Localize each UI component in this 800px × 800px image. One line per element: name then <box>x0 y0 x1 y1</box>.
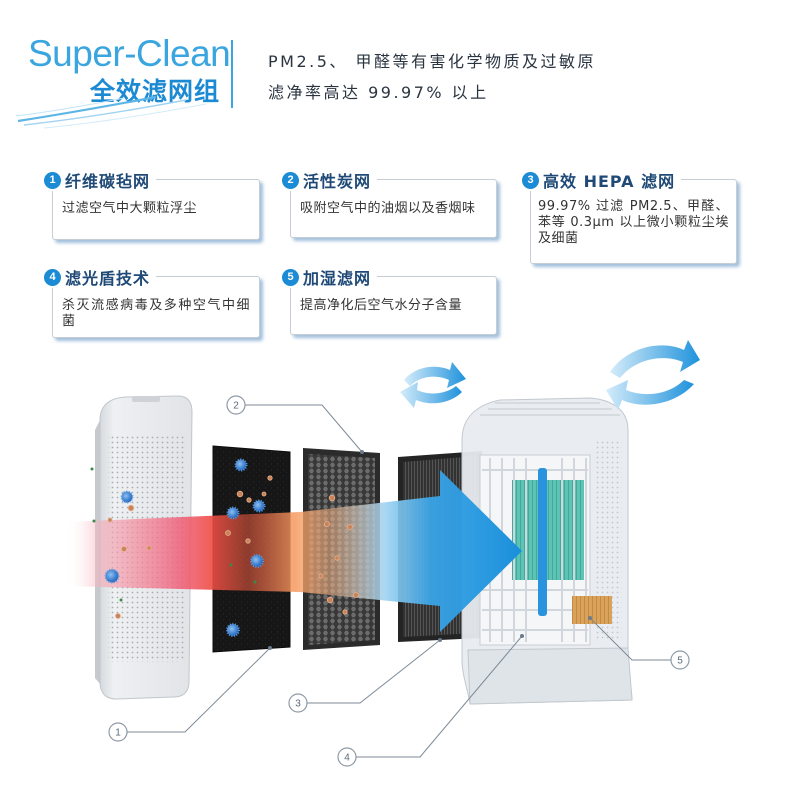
feature-title: 高效 HEPA 滤网 <box>543 172 676 191</box>
feature-card-header: 5 加湿滤网 <box>282 266 378 288</box>
exploded-filter-diagram: 1 2 3 4 5 <box>65 340 700 767</box>
particle-dust <box>121 546 127 552</box>
feature-card-2: 2 活性炭网 吸附空气中的油烟以及香烟味 <box>282 169 497 238</box>
number-badge-icon: 1 <box>44 171 61 189</box>
particle-dust <box>324 521 330 527</box>
feature-description: 99.97% 过滤 PM2.5、甲醛、苯等 0.3μm 以上微小颗粒尘埃及细菌 <box>538 199 729 246</box>
callout-1: 1 <box>108 646 272 742</box>
numbered-callout-icon <box>337 747 357 767</box>
particle-dust <box>326 596 334 604</box>
particle-dust <box>225 530 231 536</box>
numbered-callout-icon <box>670 650 690 670</box>
particle-dust <box>328 494 336 502</box>
particle-virus <box>226 623 240 637</box>
headline-line-2: 滤净率高达 99.97% 以上 <box>268 83 489 102</box>
curved-airflow-arrow-icon <box>606 340 700 410</box>
feature-card-header: 2 活性炭网 <box>282 169 378 191</box>
particles <box>90 458 359 637</box>
numbered-callout-icon <box>108 722 128 742</box>
brand-subtitle: 全效滤网组 <box>90 77 221 106</box>
logo-swoosh-icon <box>15 95 207 129</box>
particle-virus <box>104 568 120 584</box>
particle-dust <box>347 524 353 530</box>
feature-card-5: 5 加湿滤网 提高净化后空气水分子含量 <box>282 266 497 335</box>
particle-dust <box>236 490 244 498</box>
feature-card-header: 3 高效 HEPA 滤网 <box>522 169 682 191</box>
number-badge-icon: 5 <box>282 268 299 286</box>
particle-dust <box>342 609 348 615</box>
curved-airflow-arrow-icon <box>400 362 466 408</box>
particle-bacteria <box>92 519 96 523</box>
headline: PM2.5、 甲醛等有害化学物质及过敏原 滤净率高达 99.97% 以上 <box>268 46 596 108</box>
number-badge-icon: 2 <box>282 171 299 189</box>
particle-bacteria <box>119 598 123 602</box>
callout-number: 3 <box>295 699 301 710</box>
particle-dust <box>146 545 152 551</box>
feature-card-1: 1 纤维碳毡网 过滤空气中大颗粒浮尘 <box>44 169 260 240</box>
feature-description: 吸附空气中的油烟以及香烟味 <box>300 201 476 216</box>
callout-2: 2 <box>226 395 364 454</box>
particle-dust <box>246 497 252 503</box>
particle-dust <box>261 491 267 497</box>
particle-dust <box>267 475 273 481</box>
callout-3: 3 <box>288 638 442 713</box>
brand-logo-text: Super-Clean <box>28 33 231 74</box>
number-badge-icon: 4 <box>44 268 61 286</box>
callout-number: 2 <box>233 401 239 412</box>
particle-dust <box>127 504 135 512</box>
feature-description: 杀灭流感病毒及多种空气中细菌 <box>62 298 250 329</box>
feature-description: 过滤空气中大颗粒浮尘 <box>62 201 198 216</box>
particle-virus <box>120 490 134 504</box>
logo-divider <box>231 40 233 108</box>
particle-dust <box>318 573 324 579</box>
particle-virus <box>250 554 264 568</box>
hepa-core <box>512 480 584 580</box>
particle-virus <box>234 458 248 472</box>
feature-card-4: 4 滤光盾技术 杀灭流感病毒及多种空气中细菌 <box>44 266 260 338</box>
uv-light-rod <box>538 468 547 616</box>
feature-card-header: 4 滤光盾技术 <box>44 266 157 288</box>
feature-title: 滤光盾技术 <box>65 269 151 288</box>
feature-title: 加湿滤网 <box>303 269 372 288</box>
airflow-arrow-icon <box>65 470 522 632</box>
number-badge-icon: 3 <box>522 171 539 189</box>
feature-description: 提高净化后空气水分子含量 <box>300 298 463 313</box>
headline-line-1: PM2.5、 甲醛等有害化学物质及过敏原 <box>268 52 596 71</box>
particle-dust <box>115 613 121 619</box>
particle-bacteria <box>90 467 94 471</box>
particle-dust <box>245 538 251 544</box>
numbered-callout-icon <box>226 395 246 415</box>
feature-title: 纤维碳毡网 <box>65 172 151 191</box>
callout-5: 5 <box>588 616 690 670</box>
particle-bacteria <box>253 580 257 584</box>
particle-dust <box>107 517 113 523</box>
particle-dust <box>334 555 340 561</box>
feature-card-3: 3 高效 HEPA 滤网 99.97% 过滤 PM2.5、甲醛、苯等 0.3μm… <box>522 169 737 264</box>
feature-title: 活性炭网 <box>303 172 372 191</box>
particle-dust <box>353 592 359 598</box>
callout-number: 1 <box>115 728 121 739</box>
numbered-callout-icon <box>288 693 308 713</box>
callout-number: 4 <box>344 753 350 764</box>
particle-bacteria <box>229 563 233 567</box>
callout-4: 4 <box>337 634 524 767</box>
particle-virus <box>226 506 240 520</box>
callout-number: 5 <box>677 656 683 667</box>
particle-virus <box>252 499 266 513</box>
feature-card-header: 1 纤维碳毡网 <box>44 169 157 191</box>
